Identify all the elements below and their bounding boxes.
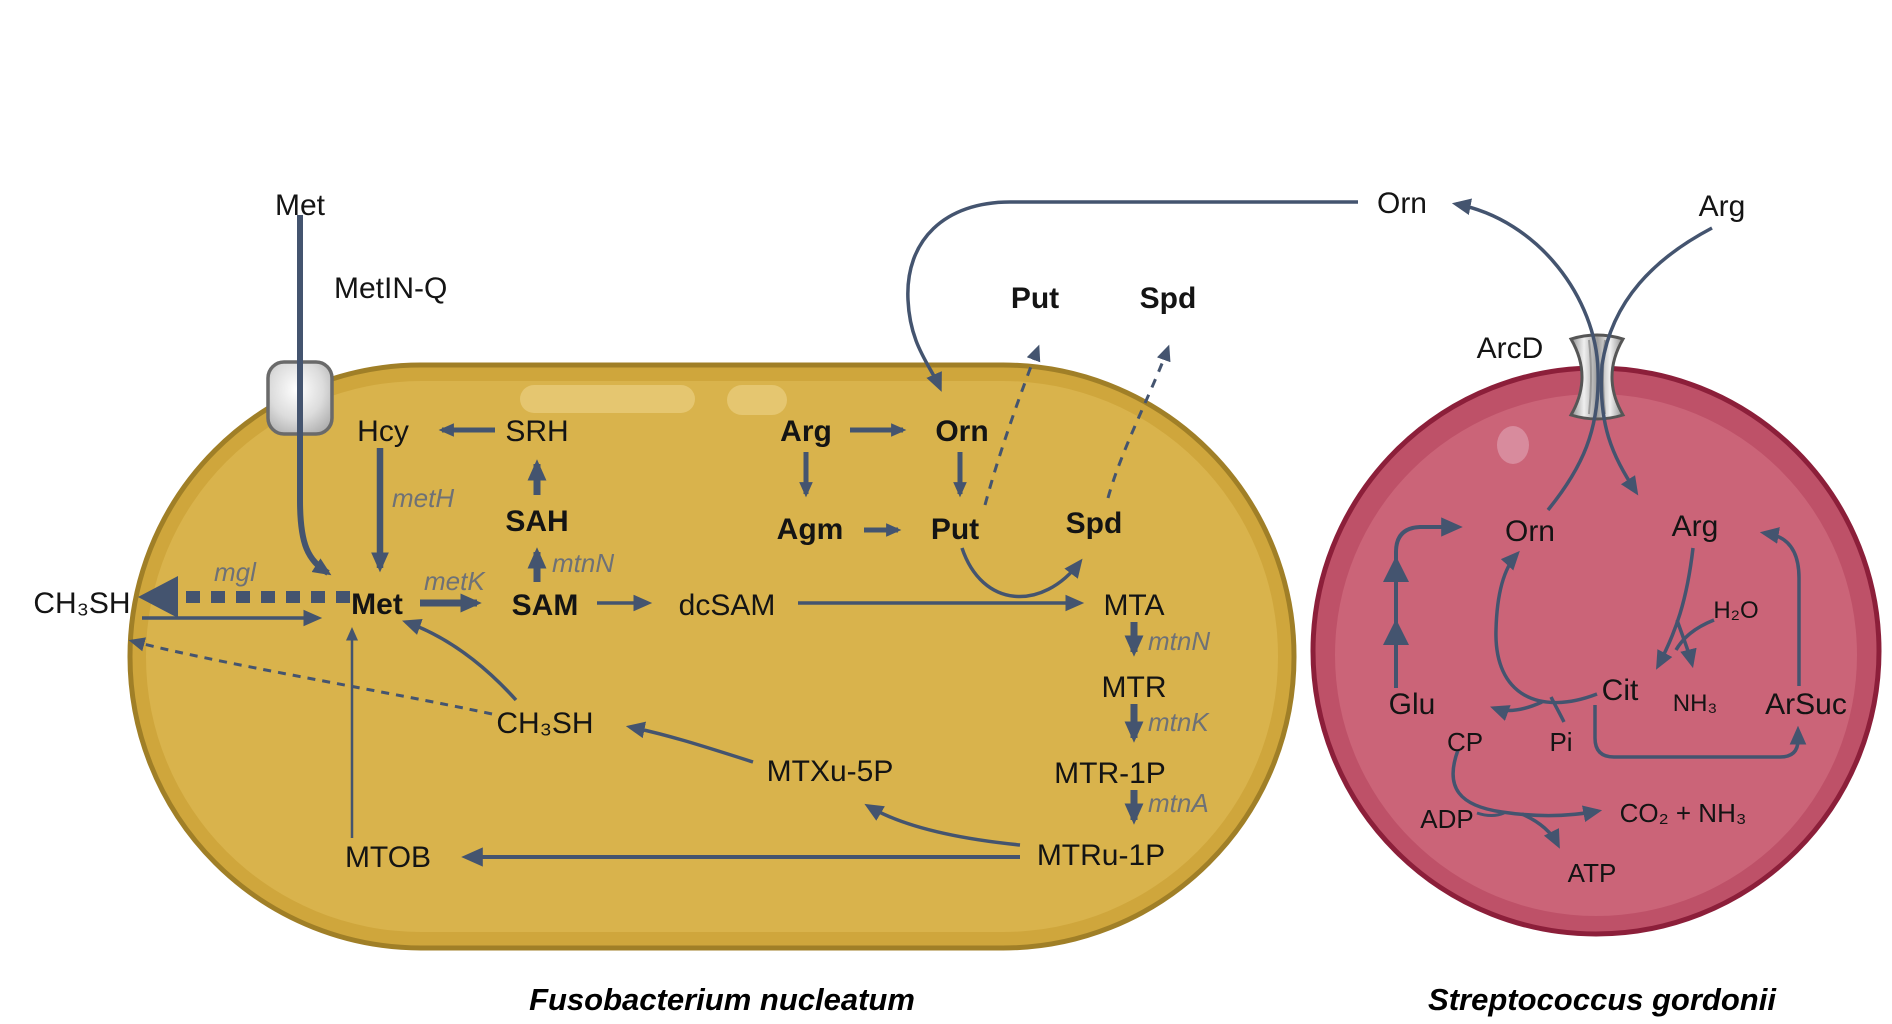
label-cp: CP	[1447, 727, 1483, 757]
label-spd-external: Spd	[1140, 282, 1197, 315]
label-mtr: MTR	[1102, 671, 1167, 704]
cell-highlight	[1497, 426, 1529, 464]
arrow-mtxu5p-to-ch3sh	[625, 721, 754, 764]
label-pi: Pi	[1549, 727, 1572, 757]
label-arg-sg: Arg	[1672, 510, 1719, 543]
label-orn-sg: Orn	[1505, 515, 1555, 548]
label-enzyme-mtnn-mta: mtnN	[1148, 626, 1210, 656]
arrow-orn-export-arcd	[1451, 198, 1600, 512]
label-atp: ATP	[1568, 858, 1617, 888]
label-dcsam: dcSAM	[679, 589, 776, 622]
arrow-put-export-dashed	[983, 344, 1041, 506]
arrow-ch3sh-secretion-dashed	[128, 637, 493, 716]
line-adp-input	[1476, 811, 1505, 818]
fusobacterium-cytoplasm	[146, 381, 1278, 932]
fusobacterium-cell	[127, 362, 1297, 951]
label-put-external: Put	[1011, 282, 1059, 315]
label-put-internal: Put	[931, 513, 979, 546]
label-sam: SAM	[512, 589, 579, 622]
arrow-cp-to-co2nh3	[1451, 749, 1603, 823]
arrow-ch3sh-int-to-met	[402, 618, 518, 702]
label-h2o: H₂O	[1713, 597, 1758, 624]
arrow-mtru1p-to-mtxu5p	[864, 803, 1021, 847]
label-cit: Cit	[1602, 674, 1639, 707]
label-met-external: Met	[275, 189, 326, 222]
arrow-glu-to-orn	[1394, 517, 1463, 688]
label-arg-fn: Arg	[780, 415, 832, 448]
label-agm: Agm	[777, 513, 844, 546]
label-enzyme-metk: metK	[424, 566, 486, 596]
label-enzyme-mtna: mtnA	[1148, 788, 1209, 818]
label-enzyme-mgl: mgl	[214, 557, 257, 587]
label-ch3sh-internal: CH₃SH	[496, 707, 593, 740]
label-enzyme-mtnn-sah: mtnN	[552, 548, 614, 578]
arrow-cp-release	[1490, 700, 1543, 721]
label-mtob: MTOB	[345, 841, 431, 874]
label-glu: Glu	[1389, 688, 1436, 721]
label-enzyme-mtnk: mtnK	[1148, 707, 1210, 737]
arrow-orn-shuttle-in	[906, 200, 1358, 392]
caption-fusobacterium: Fusobacterium nucleatum	[529, 982, 915, 1017]
label-co2-nh3: CO₂ + NH₃	[1620, 798, 1747, 828]
arrow-met-import	[297, 215, 332, 576]
label-ch3sh-external: CH₃SH	[33, 587, 130, 620]
arrow-adp-to-atp	[1521, 812, 1560, 849]
arrow-glu-chevron	[1383, 619, 1409, 645]
label-arg-shared: Arg	[1699, 190, 1746, 223]
arrow-arsuc-to-arg	[1759, 527, 1801, 686]
label-srh: SRH	[505, 415, 568, 448]
membrane-highlight	[727, 385, 787, 415]
label-arsuc: ArSuc	[1765, 688, 1847, 721]
label-arcd-transporter: ArcD	[1477, 332, 1544, 365]
label-nh3: NH₃	[1673, 690, 1717, 717]
arrow-mgl-head	[138, 576, 178, 618]
arrow-nh3-release	[1675, 619, 1697, 669]
streptococcus-cytoplasm	[1335, 394, 1857, 916]
arrow-arg-to-cit	[1656, 547, 1695, 670]
label-orn-fn: Orn	[935, 415, 988, 448]
streptococcus-cell	[1310, 365, 1882, 937]
arrow-glu-chevron	[1383, 556, 1409, 582]
label-metinq-transporter: MetIN-Q	[334, 272, 447, 305]
label-mtxu5p: MTXu-5P	[767, 755, 894, 788]
label-adp: ADP	[1420, 804, 1473, 834]
arrow-spd-export-dashed	[1106, 344, 1171, 499]
line-pi-input	[1549, 696, 1566, 723]
arrow-cit-to-arsuc	[1593, 705, 1807, 759]
caption-streptococcus: Streptococcus gordonii	[1428, 982, 1777, 1017]
label-mtr1p: MTR-1P	[1054, 757, 1166, 790]
line-h2o-input	[1674, 618, 1715, 651]
arrow-put-to-spd	[960, 547, 1083, 599]
label-mtru1p: MTRu-1P	[1037, 839, 1165, 872]
label-sah: SAH	[505, 505, 568, 538]
arrow-arg-import-arcd	[1599, 226, 1713, 496]
label-orn-shared: Orn	[1377, 187, 1427, 220]
label-mta: MTA	[1103, 589, 1164, 622]
label-spd-internal: Spd	[1066, 507, 1123, 540]
label-hcy: Hcy	[357, 415, 409, 448]
label-enzyme-meth: metH	[392, 483, 454, 513]
membrane-highlight	[520, 385, 695, 413]
label-met-internal: Met	[351, 588, 403, 621]
